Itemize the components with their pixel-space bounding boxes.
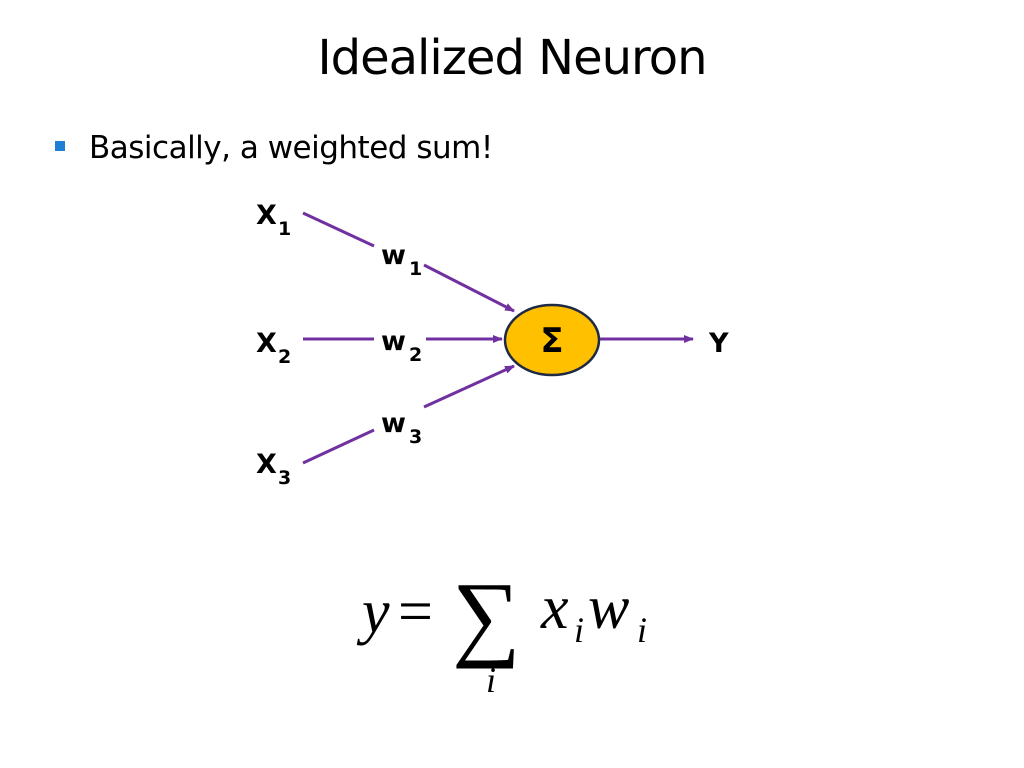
formula-term-w: w (588, 574, 629, 642)
summation-node-circle (503, 303, 601, 377)
formula-term-x: x (540, 574, 569, 642)
input-x3-subscript: 3 (278, 467, 291, 489)
weight-label-w2: w 2 (381, 326, 422, 366)
connection-1-arrow (423, 263, 515, 313)
formula-summation-operator: ∑ (452, 562, 520, 669)
input-label-x1: X 1 (256, 200, 291, 240)
summation-node: Σ (503, 303, 601, 377)
formula-summation-index: i (486, 660, 496, 700)
connection-3 (302, 364, 515, 465)
weight-label-w3: w 3 (381, 408, 422, 448)
weight-w1-name: w (381, 240, 406, 271)
weight-w3-subscript: 3 (409, 426, 422, 448)
output-label-y: Y (708, 328, 729, 359)
weight-w1-subscript: 1 (409, 258, 422, 280)
bullet-item: Basically, a weighted sum! (55, 130, 493, 166)
input-x1-subscript: 1 (278, 218, 291, 240)
connection-3-arrow (423, 364, 515, 409)
formula-term-w-subscript: i (637, 610, 647, 650)
slide-title: Idealized Neuron (317, 30, 707, 86)
connection-3-segment-a (302, 428, 375, 465)
input-x2-name: X (256, 328, 277, 359)
input-label-x3: X 3 (256, 449, 291, 489)
weight-w3-name: w (381, 408, 406, 439)
formula-equals: = (398, 578, 433, 646)
input-label-x2: X 2 (256, 328, 291, 368)
bullet-text: Basically, a weighted sum! (89, 130, 493, 166)
weight-w2-name: w (381, 326, 406, 357)
weight-label-w1: w 1 (381, 240, 422, 280)
bullet-marker-icon (55, 141, 65, 151)
weight-w2-subscript: 2 (409, 344, 422, 366)
summation-symbol: Σ (540, 321, 563, 361)
input-x2-subscript: 2 (278, 346, 291, 368)
input-x3-name: X (256, 449, 277, 480)
connection-1 (302, 211, 515, 313)
weighted-sum-formula: y = ∑ i x i w i (356, 562, 647, 700)
input-x1-name: X (256, 200, 277, 231)
formula-term-x-subscript: i (574, 610, 584, 650)
connection-1-segment-a (302, 211, 375, 248)
formula-lhs-y: y (356, 578, 390, 646)
